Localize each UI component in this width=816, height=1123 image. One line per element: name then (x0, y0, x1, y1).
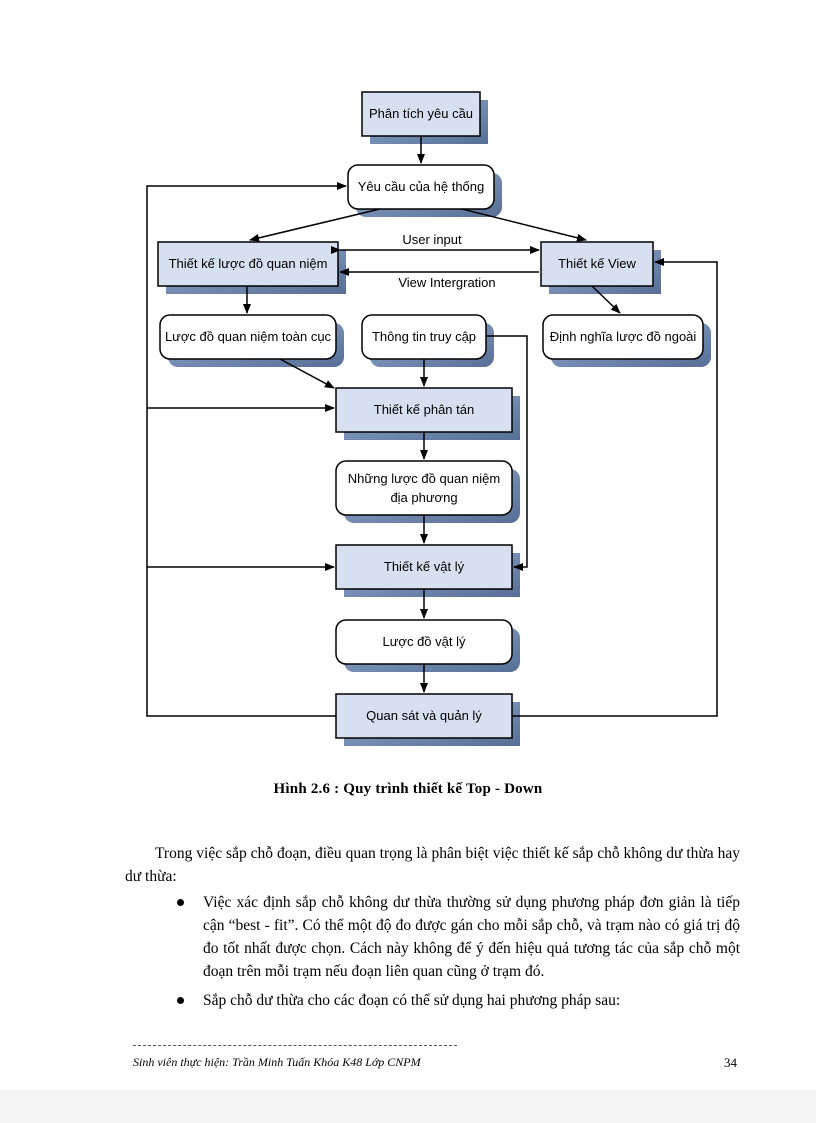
node-luoc-do-toan-cuc-box (159, 314, 337, 360)
node-thiet-ke-view-box (540, 241, 654, 287)
node-phan-tich-label: Phân tích yêu cầu (369, 106, 473, 121)
node-yeu-cau-box (347, 164, 495, 210)
node-vat-ly-label: Thiết kế vật lý (384, 559, 465, 574)
footer-author: Sinh viên thực hiện: Trần Minh Tuấn Khóa… (133, 1055, 421, 1069)
node-thiet-ke-luoc-do-box (157, 241, 339, 287)
node-phan-tan-box (335, 387, 513, 433)
node-thiet-ke-view-label: Thiết kế View (558, 256, 636, 271)
node-phan-tich-box (361, 91, 481, 137)
bullet-item: Sắp chỗ dư thừa cho các đoạn có thể sử d… (170, 989, 740, 1012)
page-number: 34 (724, 1055, 737, 1070)
figure-caption: Hình 2.6 : Quy trình thiết kế Top - Down (273, 781, 543, 797)
diagram-boxes (157, 91, 704, 739)
bullet-icon (177, 997, 184, 1004)
node-vat-ly-box (335, 544, 513, 590)
bullet-item: Việc xác định sắp chỗ không dư thừa thườ… (170, 891, 740, 983)
page-bottom-strip (0, 1090, 816, 1123)
node-thiet-ke-luoc-do-label: Thiết kế lược đồ quan niệm (169, 256, 328, 271)
node-luoc-do-toan-cuc-label: Lược đồ quan niệm toàn cục (165, 329, 332, 344)
bullet-text: Việc xác định sắp chỗ không dư thừa thườ… (203, 894, 740, 980)
body-paragraph: Trong việc sắp chỗ đoạn, điều quan trọng… (125, 845, 740, 885)
top-down-design-diagram: Phân tích yêu cầu Yêu cầu của hệ thống T… (146, 91, 718, 746)
diagram-labels: Phân tích yêu cầu Yêu cầu của hệ thống T… (165, 106, 696, 723)
node-dinh-nghia-label: Định nghĩa lược đồ ngoài (550, 329, 697, 344)
node-dia-phuong-label-2: địa phương (390, 490, 457, 505)
edge-label-view-integration: View Intergration (398, 275, 495, 290)
footer-divider (133, 1045, 457, 1046)
bullet-icon (177, 899, 184, 906)
node-dinh-nghia-box (542, 314, 704, 360)
node-thong-tin-label: Thông tin truy cập (372, 329, 476, 344)
bullet-text: Sắp chỗ dư thừa cho các đoạn có thể sử d… (203, 992, 621, 1009)
node-phan-tan-label: Thiết kế phân tán (374, 402, 474, 417)
node-quan-sat-label: Quan sát và quản lý (366, 708, 482, 723)
node-yeu-cau-label: Yêu cầu của hệ thống (358, 179, 485, 194)
node-quan-sat-box (335, 693, 513, 739)
bullet-list: Việc xác định sắp chỗ không dư thừa thườ… (170, 891, 740, 1012)
node-luoc-do-vat-ly-label: Lược đồ vật lý (383, 634, 466, 649)
node-dia-phuong-box (335, 460, 513, 516)
node-dia-phuong-label-1: Những lược đồ quan niệm (348, 471, 500, 486)
diagram-connectors (146, 136, 718, 717)
edge-label-user-input: User input (402, 232, 462, 247)
